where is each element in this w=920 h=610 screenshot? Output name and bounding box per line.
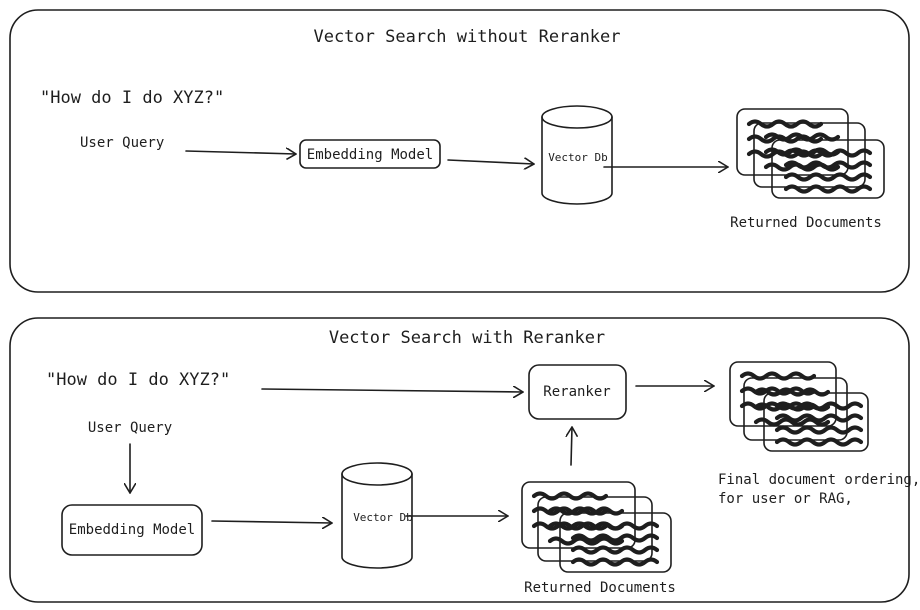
top-embedding-model-box bbox=[299, 139, 441, 169]
top-returned-documents-label: Returned Documents bbox=[730, 215, 882, 231]
top-panel-title: Vector Search without Reranker bbox=[313, 27, 620, 47]
top-panel: Vector Search without Reranker "How do I… bbox=[9, 9, 910, 293]
bottom-vector-db-label: Vector Db bbox=[353, 511, 413, 524]
top-panel-frame bbox=[9, 9, 910, 293]
top-returned-documents-stack bbox=[736, 108, 885, 199]
bottom-returned-documents-stack bbox=[521, 481, 672, 573]
bottom-panel-frame bbox=[9, 317, 910, 603]
bottom-arrow-documents-to-reranker bbox=[571, 426, 572, 466]
document-card-icon bbox=[771, 139, 885, 199]
bottom-arrow-embedding-to-db bbox=[211, 521, 333, 523]
bottom-arrow-query-to-reranker bbox=[261, 389, 524, 392]
document-card-icon bbox=[559, 512, 672, 573]
top-arrow-query-to-embedding bbox=[185, 151, 297, 154]
top-arrow-embedding-to-db bbox=[447, 160, 535, 164]
bottom-final-documents-stack bbox=[729, 361, 869, 452]
bottom-returned-documents-label: Returned Documents bbox=[524, 580, 676, 596]
top-user-query-label: User Query bbox=[80, 135, 164, 151]
bottom-query-text: "How do I do XYZ?" bbox=[46, 370, 230, 390]
bottom-final-ordering-line1: Final document ordering, bbox=[718, 472, 920, 488]
bottom-panel: Vector Search with Reranker "How do I do… bbox=[9, 317, 920, 603]
bottom-panel-title: Vector Search with Reranker bbox=[329, 328, 605, 348]
bottom-reranker-label: Reranker bbox=[543, 384, 610, 400]
document-card-icon bbox=[763, 392, 869, 452]
top-query-text: "How do I do XYZ?" bbox=[40, 88, 224, 108]
bottom-embedding-model-box bbox=[61, 504, 203, 556]
bottom-reranker-box bbox=[528, 364, 627, 420]
bottom-user-query-label: User Query bbox=[88, 420, 172, 436]
bottom-final-ordering-line2: for user or RAG, bbox=[718, 491, 853, 507]
bottom-vector-db-cylinder bbox=[341, 462, 413, 569]
top-vector-db-cylinder bbox=[541, 105, 613, 205]
bottom-embedding-model-label: Embedding Model bbox=[69, 522, 195, 538]
top-vector-db-label: Vector Db bbox=[548, 151, 608, 164]
top-embedding-model-label: Embedding Model bbox=[307, 147, 433, 163]
